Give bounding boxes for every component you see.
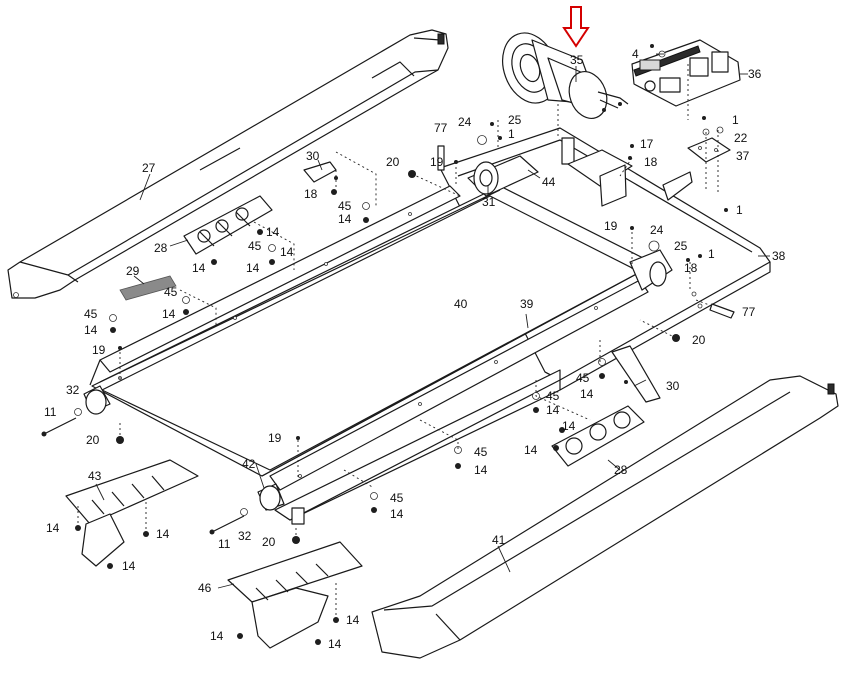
callout-14: 14	[84, 323, 98, 337]
callout-1: 1	[708, 247, 715, 261]
callout-1: 1	[732, 113, 739, 127]
callout-14: 14	[524, 443, 538, 457]
callout-45: 45	[474, 445, 488, 459]
callout-19: 19	[430, 155, 444, 169]
callout-32: 32	[238, 529, 252, 543]
part-77-lower-pin	[709, 303, 735, 319]
part-41-right-rail-cover	[371, 375, 839, 659]
callout-45: 45	[248, 239, 262, 253]
callout-14: 14	[266, 225, 280, 239]
part-42-rear-roller	[83, 385, 305, 525]
callout-14: 14	[122, 559, 136, 573]
part-35-drive-motor	[502, 32, 629, 119]
part-36-motor-controller-board	[631, 39, 741, 107]
down-arrow-outline-icon	[562, 6, 590, 48]
callout-14: 14	[346, 613, 360, 627]
callout-46: 46	[198, 581, 212, 595]
callout-42: 42	[242, 457, 256, 471]
part-29-label-strip	[119, 275, 177, 301]
part-28-lower-cushion	[551, 405, 645, 467]
callout-45: 45	[84, 307, 98, 321]
callout-27: 27	[142, 161, 156, 175]
callout-45: 45	[164, 285, 178, 299]
callout-14: 14	[192, 261, 206, 275]
part-28-upper-cushion	[183, 195, 273, 255]
callout-14: 14	[328, 637, 342, 651]
callout-32: 32	[66, 383, 80, 397]
part-31-front-roller	[467, 155, 539, 197]
callout-1: 1	[736, 203, 743, 217]
part-43-left-rear-foot	[65, 459, 199, 567]
callout-18: 18	[644, 155, 658, 169]
callout-20: 20	[86, 433, 100, 447]
callout-45: 45	[546, 389, 560, 403]
callout-31: 31	[482, 195, 496, 209]
part-30-lower-bracket	[611, 345, 661, 403]
callout-4: 4	[632, 47, 639, 61]
callout-14: 14	[280, 245, 294, 259]
callout-41: 41	[492, 533, 506, 547]
assembly-dash-lines	[77, 64, 719, 620]
callout-19: 19	[268, 431, 282, 445]
callout-14: 14	[156, 527, 170, 541]
callout-20: 20	[692, 333, 706, 347]
callout-45: 45	[576, 371, 590, 385]
callout-19: 19	[604, 219, 618, 233]
callout-36: 36	[748, 67, 762, 81]
callout-14: 14	[246, 261, 260, 275]
callout-14: 14	[210, 629, 224, 643]
callout-numbers: 27 28 29 30 18 45 14 14 45 14 14 14 45 1…	[44, 47, 786, 651]
callout-18: 18	[304, 187, 318, 201]
callout-77: 77	[742, 305, 756, 319]
callout-30: 30	[306, 149, 320, 163]
callout-43: 43	[88, 469, 102, 483]
part-27-left-rail-cover	[7, 29, 449, 299]
callout-35: 35	[570, 53, 584, 67]
callout-44: 44	[542, 175, 556, 189]
callout-28: 28	[614, 463, 628, 477]
callout-38: 38	[772, 249, 786, 263]
fastener-markers	[74, 44, 728, 645]
callout-30: 30	[666, 379, 680, 393]
callout-24: 24	[458, 115, 472, 129]
callout-14: 14	[390, 507, 404, 521]
callout-11: 11	[218, 537, 231, 551]
callout-14: 14	[46, 521, 60, 535]
callout-14: 14	[474, 463, 488, 477]
callout-28: 28	[154, 241, 168, 255]
rear-right-roller-housing	[629, 249, 673, 291]
callout-22: 22	[734, 131, 748, 145]
callout-25: 25	[508, 113, 522, 127]
part-38-side-rails	[89, 185, 649, 491]
part-46-right-rear-foot	[227, 541, 363, 649]
callout-14: 14	[162, 307, 176, 321]
callout-17: 17	[640, 137, 654, 151]
callout-40: 40	[454, 297, 468, 311]
callout-18: 18	[684, 261, 698, 275]
callout-29: 29	[126, 264, 140, 278]
part-77-upper-pin	[437, 145, 445, 171]
callout-39: 39	[520, 297, 534, 311]
callout-37: 37	[736, 149, 750, 163]
part-11-left-axle-bolt	[41, 417, 77, 437]
callout-1: 1	[508, 127, 515, 141]
callout-24: 24	[650, 223, 664, 237]
callout-14: 14	[546, 403, 560, 417]
callout-20: 20	[262, 535, 276, 549]
callout-77: 77	[434, 121, 448, 135]
callout-45: 45	[338, 199, 352, 213]
part-37-bracket	[687, 137, 731, 163]
callout-45: 45	[390, 491, 404, 505]
callout-leader-lines	[95, 53, 770, 589]
callout-20: 20	[386, 155, 400, 169]
callout-11: 11	[44, 405, 57, 419]
callout-14: 14	[562, 419, 576, 433]
callout-19: 19	[92, 343, 106, 357]
callout-14: 14	[338, 212, 352, 226]
callout-25: 25	[674, 239, 688, 253]
part-11-right-axle-bolt	[209, 515, 245, 535]
callout-14: 14	[580, 387, 594, 401]
